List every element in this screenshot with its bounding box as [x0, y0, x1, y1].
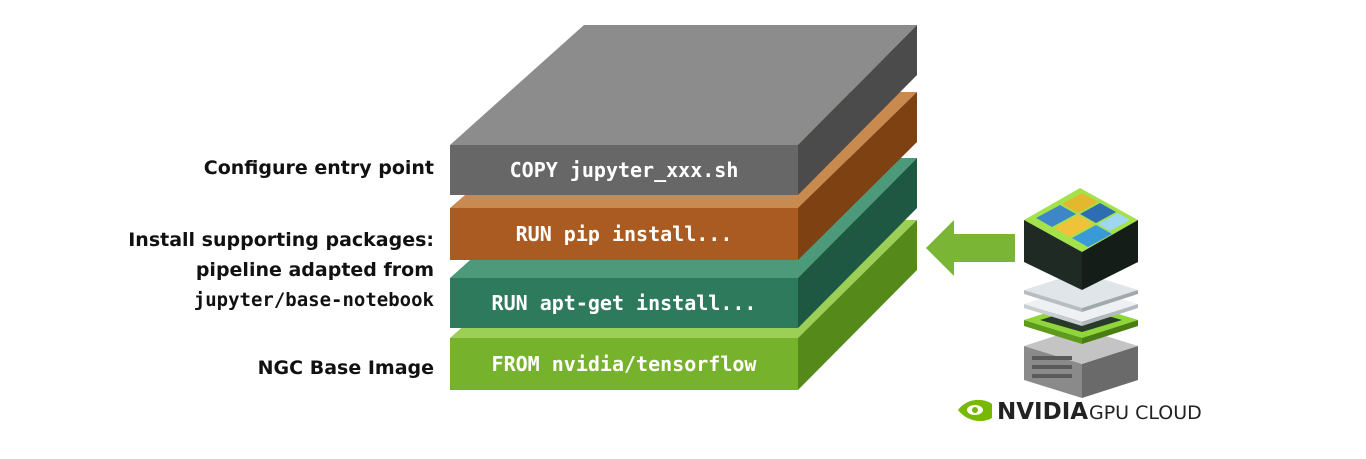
layer-from-label: FROM nvidia/tensorflow	[492, 352, 758, 376]
left-arrow-icon	[926, 220, 1015, 276]
layer-from-side	[798, 220, 917, 390]
label-base-notebook: jupyter/base-notebook	[193, 289, 434, 311]
layer-from-front	[450, 338, 798, 390]
layer-copy-label: COPY jupyter_xxx.sh	[510, 158, 739, 182]
label-ngc-base-image: NGC Base Image	[257, 357, 434, 379]
layer-copy: COPY jupyter_xxx.sh	[450, 25, 917, 195]
brand-gpu-cloud: GPU CLOUD	[1089, 402, 1202, 424]
layer-copy-front	[450, 145, 798, 195]
layer-copy-side	[798, 25, 917, 195]
layer-pip-front	[450, 208, 798, 260]
layer-apt-side	[798, 158, 917, 328]
nvidia-eye-logo	[958, 399, 992, 422]
gpu-cloud-server-icon	[1024, 188, 1138, 398]
layer-pip-side	[798, 92, 917, 260]
layer-copy-top	[450, 25, 917, 145]
layer-apt-label: RUN apt-get install...	[492, 291, 757, 315]
label-pipeline-adapted-from: pipeline adapted from	[195, 259, 434, 281]
layer-apt-front	[450, 278, 798, 328]
label-configure-entry-point: Configure entry point	[203, 157, 434, 179]
label-install-supporting-packages: Install supporting packages:	[128, 229, 434, 251]
layer-pip-label: RUN pip install...	[516, 222, 733, 246]
brand-nvidia-wordmark: NVIDIA	[997, 399, 1088, 425]
